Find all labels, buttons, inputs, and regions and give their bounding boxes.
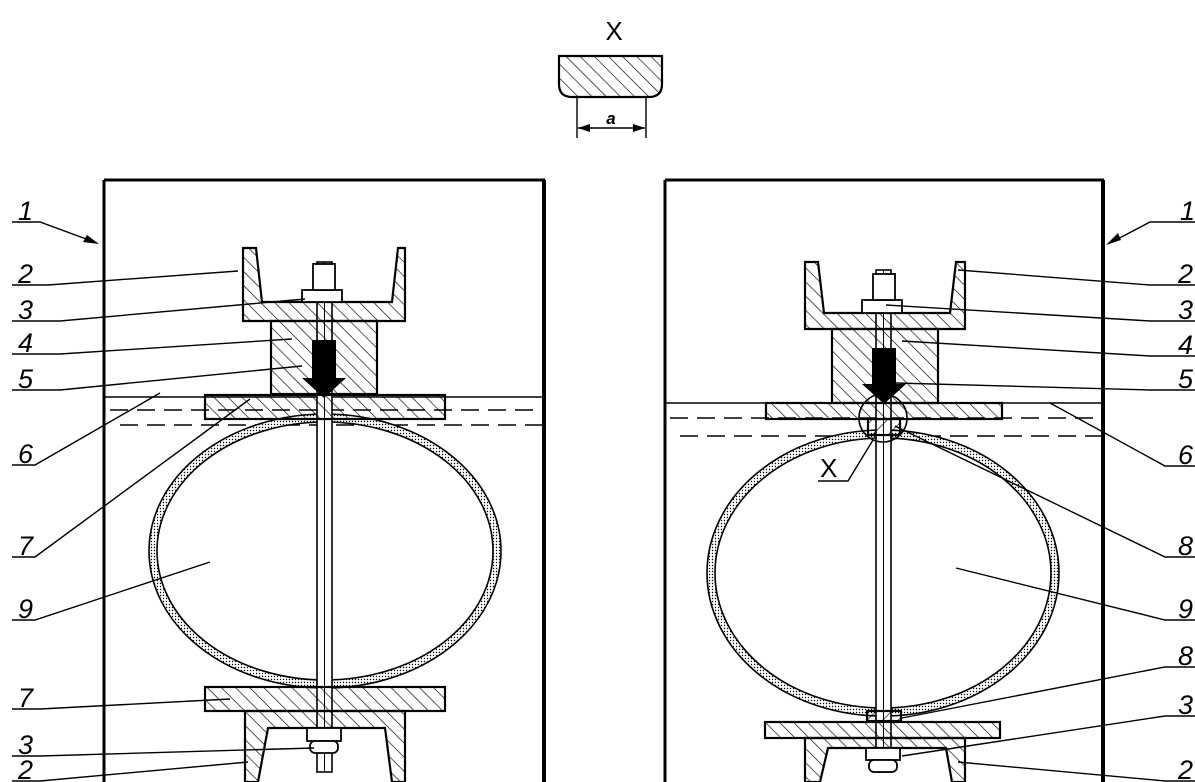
left-label-6: 6: [18, 439, 34, 469]
left-label-9: 9: [18, 594, 33, 624]
lower-channel-right: [803, 736, 967, 782]
left-label-2-lower: 2: [17, 755, 33, 782]
right-label-6: 6: [1178, 440, 1194, 470]
right-test-setup: 1 2 3 4 5 6 8 9 8 3 2 X: [663, 178, 1195, 782]
lower-plate-left: [203, 685, 447, 713]
tank-right: [663, 178, 1105, 782]
detail-view-x: X a: [557, 16, 664, 138]
left-label-7-upper: 7: [18, 531, 34, 561]
right-label-9: 9: [1178, 594, 1193, 624]
upper-plate-left: [203, 393, 447, 421]
right-label-8-upper: 8: [1178, 531, 1193, 561]
upper-plate-right: [764, 401, 1004, 421]
left-label-4: 4: [18, 328, 33, 358]
left-label-3-lower: 3: [18, 730, 33, 760]
right-label-8-lower: 8: [1178, 641, 1193, 671]
right-label-2-lower: 2: [1177, 755, 1193, 782]
detail-pad-section: [557, 54, 664, 99]
detail-x-reference: X: [820, 453, 837, 483]
right-label-2: 2: [1177, 259, 1193, 289]
dimension-a-label: a: [606, 109, 615, 128]
right-label-5: 5: [1178, 364, 1194, 394]
right-label-3-lower: 3: [1178, 690, 1193, 720]
left-test-setup: 1 2 3 4 5 6 7 9 7 3 2: [12, 178, 546, 782]
left-callouts: [12, 221, 315, 782]
load-arrow-left: [302, 340, 346, 398]
right-callouts: [818, 221, 1195, 782]
load-arrow-right: [862, 348, 906, 404]
left-label-5: 5: [18, 364, 34, 394]
left-label-3: 3: [18, 295, 33, 325]
left-label-2: 2: [17, 259, 33, 289]
right-label-1: 1: [1180, 196, 1195, 226]
left-label-7-lower: 7: [18, 683, 34, 713]
right-label-3: 3: [1178, 295, 1193, 325]
lower-channel-left: [243, 709, 407, 782]
detail-x-marker: [858, 393, 908, 443]
pressure-pad-lower-right: [865, 709, 903, 723]
left-label-1: 1: [18, 196, 33, 226]
detail-view-title: X: [605, 16, 622, 46]
lower-plate-right: [763, 720, 1002, 740]
pressure-pad-upper-right: [866, 417, 902, 437]
right-label-4: 4: [1178, 330, 1193, 360]
